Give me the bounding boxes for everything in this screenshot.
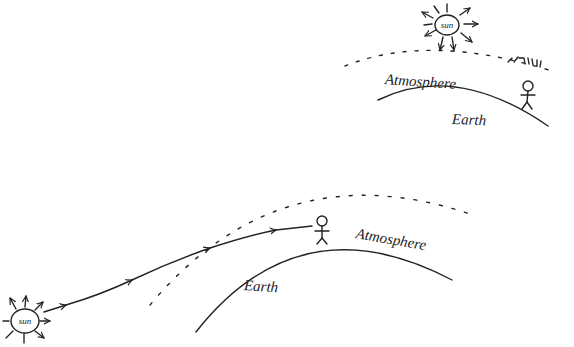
sun-circle: sun (10, 308, 40, 334)
sun-rays (3, 296, 50, 343)
sun-rays (422, 4, 478, 50)
sun-label: sun (19, 317, 32, 326)
atmosphere-boundary (150, 195, 470, 305)
earth-surface (196, 250, 452, 332)
light-path (276, 226, 312, 230)
stick-figure (521, 81, 535, 109)
atmosphere-label: Atmosphere (355, 226, 428, 253)
sun-label: sun (441, 21, 454, 30)
atmosphere-boundary (345, 50, 555, 72)
earth-label: Earth (452, 112, 487, 128)
stick-figure (315, 216, 329, 244)
atmosphere-label: Atmosphere (384, 72, 456, 92)
earth-label: Earth (243, 278, 278, 295)
scattered-light (508, 57, 541, 67)
sun-circle: sun (434, 14, 460, 36)
